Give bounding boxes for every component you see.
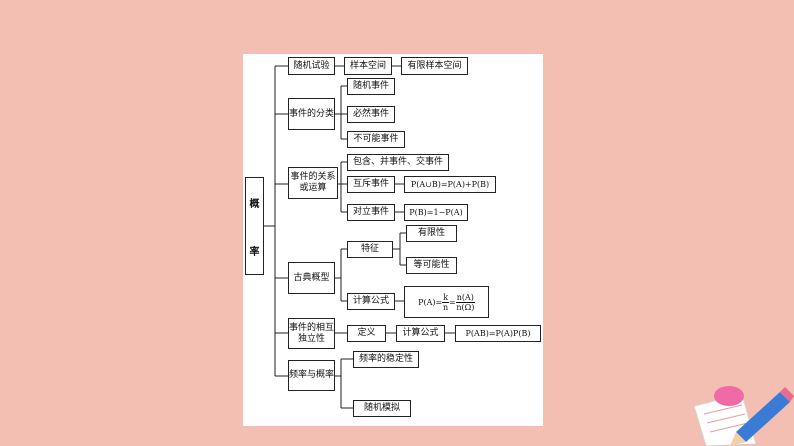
node-equal-likelihood: 等可能性 [406,257,457,274]
node-impossible-event: 不可能事件 [347,131,405,148]
node-definition: 定义 [347,325,386,342]
fraction-nOmega: n(Ω) [456,302,475,312]
formula-classical-eq: = [449,297,456,307]
root-char-2: 率 [249,246,260,258]
node-finite-sample-space: 有限样本空间 [401,57,468,75]
node-mutually-exclusive: 互斥事件 [347,176,395,193]
fraction-k: k [442,292,450,303]
node-sample-space: 样本空间 [344,57,392,75]
node-inclusion-union-intersection: 包含、并事件、交事件 [347,154,449,171]
connector-lines [264,65,455,409]
node-formula-label-independence: 计算公式 [396,325,445,342]
formula-complementary: P(B)=1−P(A) [404,204,468,221]
formula-classical: P(A)= k n = n(A) n(Ω) [404,286,489,318]
node-formula-label-classical: 计算公式 [347,293,395,310]
concept-map-sheet: 概 率 随机试验 样本空间 有限样本空间 事件的分类 随机事件 必然事件 不可能… [243,54,543,426]
formula-classical-lhs: P(A)= [418,297,443,307]
root-node-probability: 概 率 [245,177,264,275]
fraction-nA-over-nOmega: n(A) n(Ω) [455,292,475,312]
root-char-1: 概 [249,198,260,210]
fraction-nA: n(A) [455,292,475,303]
node-random-event: 随机事件 [347,78,395,95]
formula-mutually-exclusive: P(A∪B)=P(A)+P(B) [404,176,496,193]
formula-independence: P(AB)=P(A)P(B) [455,325,541,342]
node-event-relations: 事件的关系或运算 [288,167,338,199]
pencil-paper-decoration [693,386,794,446]
node-complementary-event: 对立事件 [347,204,395,221]
pencil-icon [730,387,794,446]
eraser-icon [714,386,744,406]
node-frequency-probability: 频率与概率 [288,360,335,391]
node-finiteness: 有限性 [406,225,457,242]
node-certain-event: 必然事件 [347,106,395,123]
node-independence: 事件的相互独立性 [288,318,335,349]
node-classical-probability: 古典概型 [288,262,335,294]
node-frequency-stability: 频率的稳定性 [353,351,419,368]
fraction-k-over-n: k n [442,292,450,312]
node-event-classification: 事件的分类 [288,98,335,130]
fraction-n: n [443,302,449,312]
node-random-simulation: 随机模拟 [353,400,411,417]
node-random-trial: 随机试验 [288,57,335,75]
node-features: 特征 [347,241,393,258]
